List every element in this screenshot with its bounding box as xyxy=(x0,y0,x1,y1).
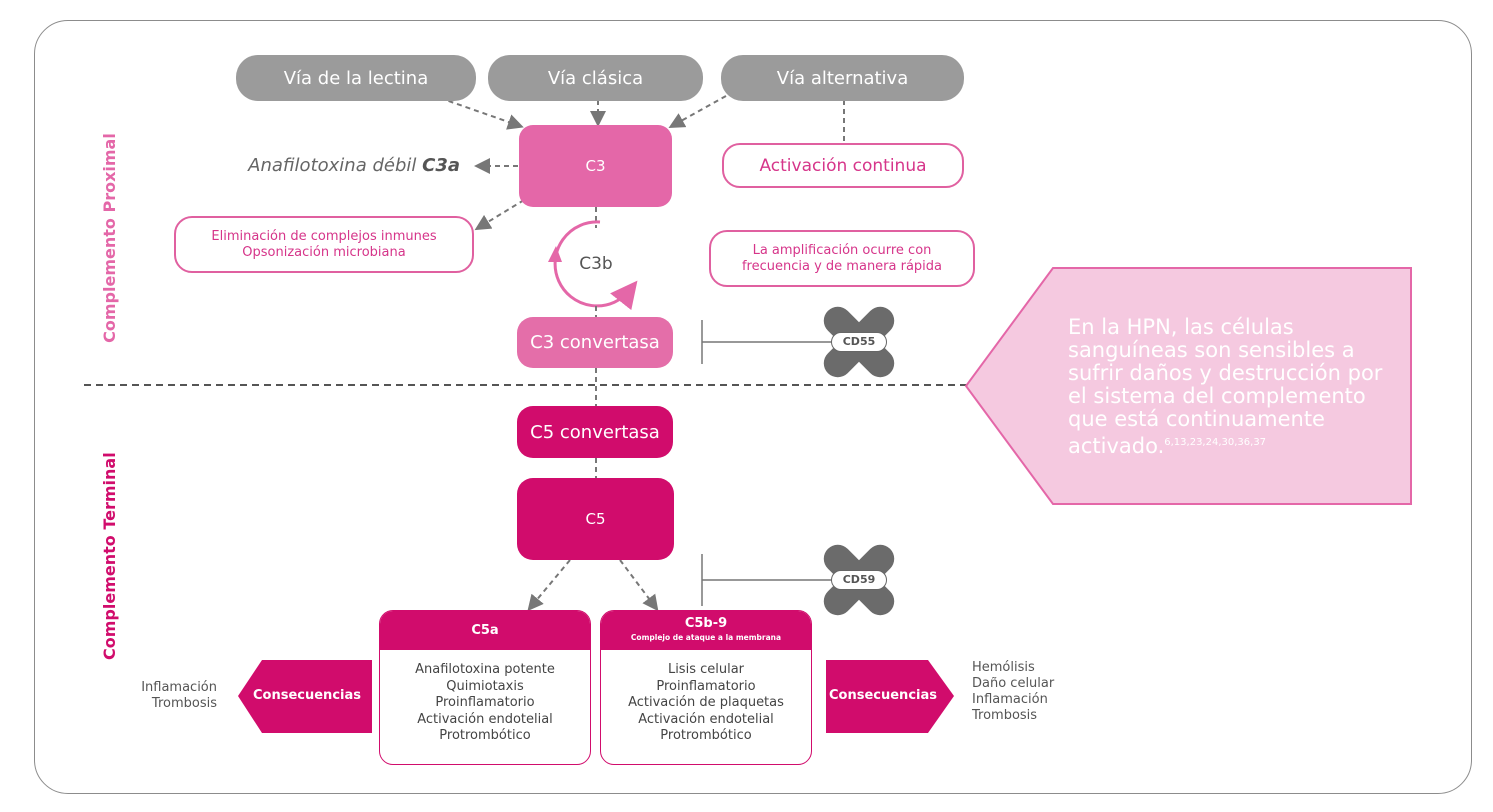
left-consequences-shape xyxy=(238,660,372,733)
right-consequences-label: Consecuencias xyxy=(829,688,937,703)
alternative-pathway-box: Vía alternativa xyxy=(721,55,964,101)
c5a-card: C5a Anafilotoxina potente Quimiotaxis Pr… xyxy=(379,610,591,765)
terminal-label: Complemento Terminal xyxy=(100,452,119,660)
hpn-note-line4: el sistema del complemento xyxy=(1068,384,1366,408)
c5-label: C5 xyxy=(585,510,606,528)
c3a-text: Anafilotoxina débil C3a xyxy=(240,155,460,176)
classical-pathway-label: Vía clásica xyxy=(547,67,644,89)
c3-box: C3 xyxy=(519,125,672,207)
c5a-item: Proinflamatorio xyxy=(435,695,535,710)
lectin-pathway-label: Vía de la lectina xyxy=(283,67,429,89)
amplification-box: La amplificación ocurre con frecuencia y… xyxy=(709,230,975,287)
left-consequences-list: Inflamación Trombosis xyxy=(120,680,217,712)
c5-convertase-label: C5 convertasa xyxy=(530,421,660,443)
hpn-note-last: activado. xyxy=(1068,434,1165,458)
c5b9-header: C5b-9 Complejo de ataque a la membrana xyxy=(601,611,811,650)
c3b-label: C3b xyxy=(579,254,613,274)
right-consequences-list: Hemólisis Daño celular Inflamación Tromb… xyxy=(972,660,1092,724)
left-consequence-item: Inflamación xyxy=(141,680,217,695)
immune-effects-box: Eliminación de complejos inmunes Opsoniz… xyxy=(174,216,474,273)
c3b-loop-arrow xyxy=(553,220,638,311)
hpn-note-refs: 6,13,23,24,30,36,37 xyxy=(1164,437,1267,448)
amplification-line1: La amplificación ocurre con xyxy=(752,242,932,258)
c5b9-subtitle: Complejo de ataque a la membrana xyxy=(630,633,782,642)
c5a-items: Anafilotoxina potente Quimiotaxis Proinf… xyxy=(380,650,590,745)
c5b9-card: C5b-9 Complejo de ataque a la membrana L… xyxy=(600,610,812,765)
c5b9-item: Activación endotelial xyxy=(638,711,774,727)
c5b9-item: Lisis celular xyxy=(667,662,745,677)
c3b-loop-head xyxy=(548,246,562,262)
left-consequence-item: Trombosis xyxy=(151,696,217,711)
c3a-prefix: Anafilotoxina débil xyxy=(248,155,423,176)
c5b9-items: Lisis celular Proinflamatorio Activación… xyxy=(601,650,811,745)
alternative-arrow xyxy=(668,95,727,128)
c5a-item: Protrombótico xyxy=(439,728,531,743)
c5a-header: C5a xyxy=(380,611,590,650)
c5-to-c5b9 xyxy=(619,559,659,612)
c5a-item: Anafilotoxina potente xyxy=(415,662,555,677)
c5-convertase-box: C5 convertasa xyxy=(517,406,673,458)
continuous-activation-label: Activación continua xyxy=(759,155,927,176)
c5b9-item: Proinflamatorio xyxy=(656,678,756,694)
right-consequence-item: Daño celular xyxy=(972,676,1055,691)
lectin-pathway-box: Vía de la lectina xyxy=(236,55,476,101)
proximal-label: Complemento Proximal xyxy=(100,133,119,343)
right-consequence-item: Trombosis xyxy=(972,708,1038,723)
continuous-activation-box: Activación continua xyxy=(722,143,964,188)
hpn-note-line5: que está continuamente xyxy=(1068,407,1325,431)
c5-box: C5 xyxy=(517,478,674,560)
right-consequences-shape xyxy=(826,660,954,733)
hpn-note-line2: sanguíneas son sensibles a xyxy=(1068,338,1355,362)
immune-effects-line2: Opsonización microbiana xyxy=(242,244,406,260)
right-consequence-item: Inflamación xyxy=(972,692,1048,707)
amplification-line2: frecuencia y de manera rápida xyxy=(741,258,943,274)
c5a-title: C5a xyxy=(471,623,499,638)
c5-to-c5a xyxy=(527,559,571,612)
c5b9-item: Protrombótico xyxy=(660,728,752,743)
hpn-note-shape xyxy=(964,267,1412,505)
hpn-note: En la HPN, las células sanguíneas son se… xyxy=(1068,316,1398,458)
diagram-frame xyxy=(34,20,1472,794)
lectin-arrow xyxy=(439,97,524,130)
cd59-badge: CD59 xyxy=(831,570,887,590)
hpn-note-line6: activado.6,13,23,24,30,36,37 xyxy=(1068,431,1398,458)
c3-convertase-box: C3 convertasa xyxy=(517,317,673,368)
c5b9-item: Activación de plaquetas xyxy=(628,695,784,710)
classical-pathway-box: Vía clásica xyxy=(488,55,703,101)
immune-effects-line1: Eliminación de complejos inmunes xyxy=(211,228,437,244)
c3a-name: C3a xyxy=(422,155,460,176)
alternative-pathway-label: Vía alternativa xyxy=(776,67,909,89)
cd55-badge: CD55 xyxy=(831,332,887,352)
c5a-item: Activación endotelial xyxy=(417,711,553,727)
c5b9-title: C5b-9 xyxy=(684,616,728,631)
c3-convertase-label: C3 convertasa xyxy=(530,332,660,353)
right-consequence-item: Hemólisis xyxy=(972,660,1035,675)
c5a-item: Quimiotaxis xyxy=(446,678,524,694)
left-consequences-label: Consecuencias xyxy=(253,688,361,703)
hpn-note-line3: sufrir daños y destrucción por xyxy=(1068,361,1383,385)
hpn-note-line1: En la HPN, las células xyxy=(1068,315,1294,339)
immune-arrow xyxy=(474,199,525,231)
c3-label: C3 xyxy=(585,157,606,175)
